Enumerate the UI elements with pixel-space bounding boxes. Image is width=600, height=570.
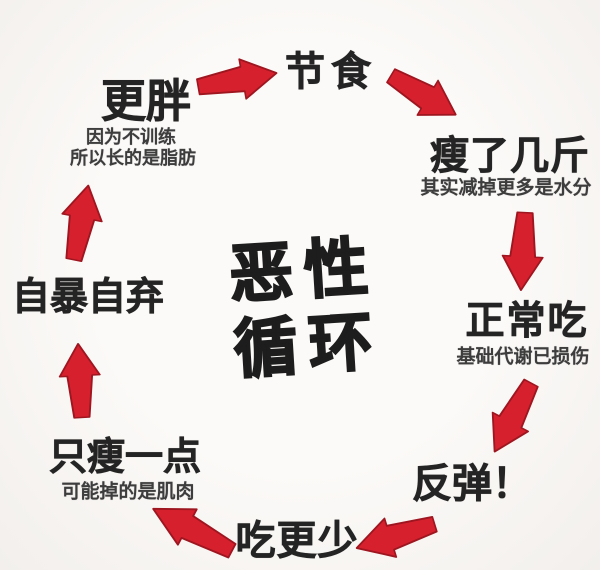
arrow-fantan-to-chigengshao	[350, 504, 443, 569]
node-zhishouyidian-note: 可能掉的是肌肉	[61, 480, 195, 503]
node-gengpang-label: 更胖	[100, 74, 192, 128]
arrow-gengpang-to-jieshi	[193, 52, 281, 108]
node-chigengshao-label: 吃更少	[235, 518, 359, 565]
node-shoulejijin-label: 瘦了几斤	[429, 134, 591, 180]
arrow-chigengshao-to-zhishouyidian	[143, 490, 244, 570]
node-zhengchangchi-note: 基础代谢已损伤	[456, 345, 590, 368]
arrow-icon	[58, 343, 101, 419]
arrow-zhishouyidian-to-zibaoziqi	[57, 342, 103, 420]
cycle-title-line2: 循环	[231, 304, 387, 389]
arrow-icon	[491, 378, 539, 453]
arrow-icon	[61, 184, 103, 262]
node-zhishouyidian-label: 只瘦一点	[48, 434, 202, 479]
arrow-icon	[152, 507, 237, 559]
cycle-title: 恶性 循环	[226, 229, 387, 389]
node-gengpang-note-line1: 因为不训练	[86, 127, 176, 148]
node-jieshi-label: 节食	[285, 49, 377, 96]
node-fantan-label: 反弹！	[412, 461, 533, 508]
arrow-zibaoziqi-to-gengpang	[53, 181, 109, 266]
arrow-icon	[501, 211, 544, 291]
node-zhengchangchi-label: 正常吃	[465, 299, 589, 345]
arrow-icon	[355, 515, 438, 558]
node-shoulejijin-note: 其实减掉更多是水分	[420, 176, 592, 199]
arrow-shoulejijin-to-zhengchangchi	[500, 210, 546, 292]
arrow-icon	[196, 58, 278, 100]
arrow-icon	[386, 68, 457, 116]
arrow-jieshi-to-shoulejijin	[379, 57, 467, 133]
node-gengpang-note-line2: 所以长的是脂肪	[70, 148, 196, 169]
cycle-title-line1: 恶性	[226, 229, 382, 314]
node-zibaoziqi-label: 自暴自弃	[11, 274, 165, 319]
arrow-zhengchangchi-to-fantan	[476, 372, 551, 462]
